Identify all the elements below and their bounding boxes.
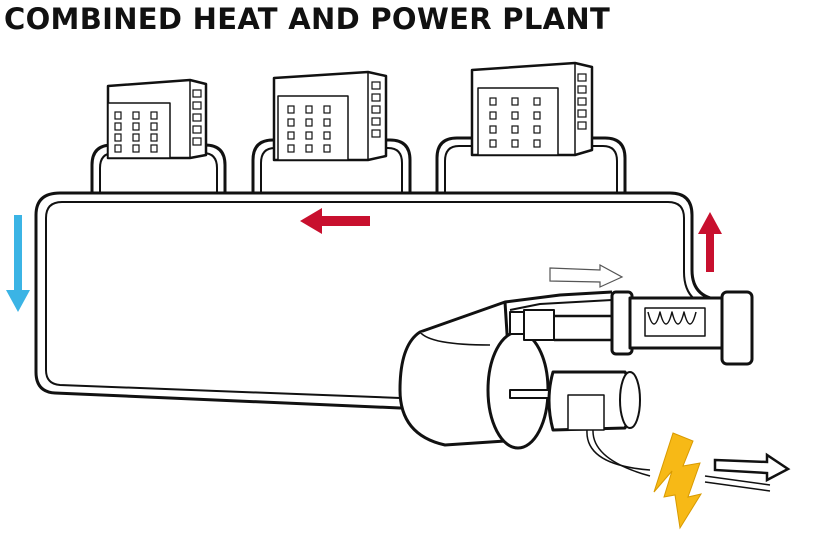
- side-window: [577, 121, 587, 130]
- fuel-input-arrow: [549, 263, 624, 288]
- side-window: [371, 105, 381, 114]
- side-window: [371, 117, 381, 126]
- side-window: [577, 109, 587, 118]
- engine: [398, 290, 771, 492]
- side-window: [192, 113, 202, 122]
- window: [132, 122, 140, 131]
- window: [489, 111, 497, 120]
- diagram-title: COMBINED HEAT AND POWER PLANT: [4, 2, 611, 36]
- hot-water-up-arrow: [698, 212, 722, 272]
- window: [323, 105, 331, 114]
- side-window: [192, 125, 202, 134]
- window: [533, 97, 541, 106]
- window: [533, 111, 541, 120]
- hot-water-return-arrow: [300, 208, 370, 234]
- window: [323, 118, 331, 127]
- window: [132, 111, 140, 120]
- window: [489, 125, 497, 134]
- window: [305, 131, 313, 140]
- window: [305, 105, 313, 114]
- window: [511, 111, 519, 120]
- window: [511, 97, 519, 106]
- window: [511, 139, 519, 148]
- window: [114, 122, 122, 131]
- window: [150, 111, 158, 120]
- building-2: [272, 70, 388, 162]
- window: [323, 144, 331, 153]
- window: [533, 125, 541, 134]
- side-window: [192, 89, 202, 98]
- side-window: [577, 97, 587, 106]
- window: [305, 118, 313, 127]
- window: [305, 144, 313, 153]
- window: [114, 133, 122, 142]
- window: [287, 131, 295, 140]
- window: [287, 105, 295, 114]
- window: [114, 111, 122, 120]
- side-window: [371, 129, 381, 138]
- side-window: [192, 137, 202, 146]
- window: [114, 144, 122, 153]
- window: [511, 125, 519, 134]
- side-window: [577, 85, 587, 94]
- window: [489, 97, 497, 106]
- side-window: [371, 93, 381, 102]
- window: [489, 139, 497, 148]
- side-window: [192, 101, 202, 110]
- window: [323, 131, 331, 140]
- window: [132, 133, 140, 142]
- electricity-output-arrow: [713, 452, 791, 483]
- building-windows: [114, 73, 587, 153]
- heating-loop-pipe: [34, 191, 727, 410]
- window: [150, 133, 158, 142]
- window: [132, 144, 140, 153]
- side-window: [371, 81, 381, 90]
- lightning-bolt-icon: [653, 432, 703, 530]
- window: [533, 139, 541, 148]
- window: [150, 144, 158, 153]
- window: [150, 122, 158, 131]
- window: [287, 144, 295, 153]
- window: [287, 118, 295, 127]
- side-window: [577, 73, 587, 82]
- cold-water-down-arrow: [6, 215, 30, 312]
